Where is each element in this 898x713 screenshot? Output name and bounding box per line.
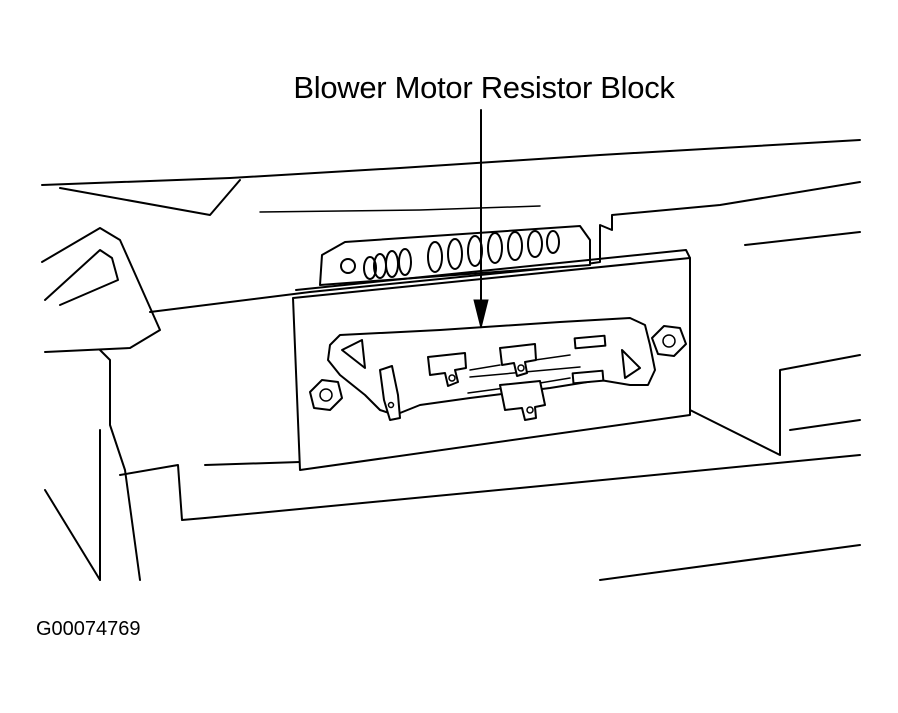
bottom-edge-line	[599, 544, 861, 581]
right-bracket-2	[789, 419, 861, 431]
housing-lower-edge	[59, 179, 241, 216]
terminal-right-top	[573, 334, 607, 350]
right-bracket	[689, 354, 861, 456]
left-housing-inner	[44, 249, 119, 306]
resistor-coil	[363, 230, 560, 280]
figure-id: G00074769	[36, 618, 141, 640]
housing-top-edge	[41, 139, 861, 186]
lower-shelf-line	[204, 454, 861, 519]
coil-housing-hole	[340, 258, 356, 274]
terminal-left	[427, 352, 467, 387]
left-housing-outline	[41, 227, 161, 353]
left-panel-box	[119, 464, 206, 521]
terminal-right-bottom	[571, 369, 605, 385]
left-lower-panel	[44, 489, 101, 581]
terminal-tab-left	[379, 365, 401, 421]
terminal-center-bottom	[499, 380, 546, 421]
left-triangle-tab	[341, 339, 366, 369]
terminal-center-top	[499, 343, 537, 377]
callout-arrow-head	[473, 299, 489, 329]
right-bolt-icon	[651, 325, 687, 357]
right-triangle-tab	[621, 349, 641, 379]
housing-ledge	[149, 181, 861, 313]
callout-label: Blower Motor Resistor Block	[293, 70, 675, 105]
circuit-board-outline	[327, 317, 656, 416]
left-bolt-icon	[309, 379, 343, 411]
resistor-block-plate	[292, 257, 691, 471]
housing-ledge-inner	[259, 205, 541, 213]
resistor-block-top-edge	[295, 249, 691, 291]
left-housing-side	[99, 349, 141, 581]
housing-ledge-right	[744, 231, 861, 246]
lower-shelf-line-2	[204, 461, 301, 466]
